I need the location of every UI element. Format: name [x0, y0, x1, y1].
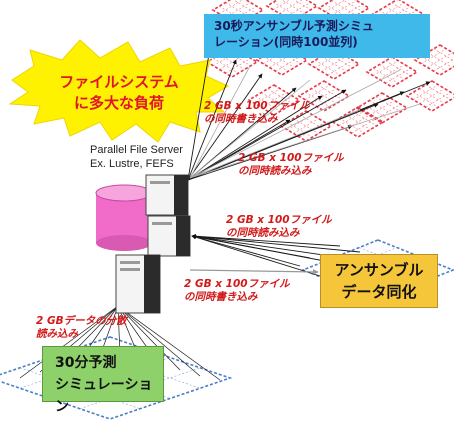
ensemble-simulation-line1: 30秒アンサンブル予測シミュ: [214, 19, 374, 33]
forecast-simulation-line1: 30分予測: [55, 355, 117, 371]
data-assimilation-line1: アンサンブル: [334, 261, 424, 279]
read-line-mid-5: [191, 235, 321, 277]
label-read-mid-line2: の同時読み込み: [226, 227, 300, 239]
read-line-top-4: [189, 69, 401, 179]
label-write-top-line1: 2 GB x 100ファイル: [204, 100, 310, 112]
read-line-mid-2: [191, 234, 341, 247]
file-server-line2: Ex. Lustre, FEFS: [90, 158, 174, 170]
label-write-bottom-line2: の同時書き込み: [184, 291, 258, 303]
label-read-top-line2: の同時読み込み: [238, 165, 312, 177]
server-icon-1: [145, 174, 189, 216]
read-line-top-3: [189, 103, 421, 179]
read-line-mid-6: [191, 234, 301, 267]
storage-disk-icon: [95, 184, 153, 251]
label-write-bottom: 2 GB x 100ファイル の同時書き込み: [184, 278, 290, 304]
data-assimilation-box: アンサンブル データ同化: [320, 254, 438, 308]
write-line-bottom: [189, 268, 319, 275]
forecast-simulation-line2: シミュレーション: [55, 377, 153, 415]
load-warning-line2: に多大な負荷: [73, 94, 164, 112]
write-line-top-1: [187, 59, 237, 181]
label-read-mid-line1: 2 GB x 100ファイル: [226, 214, 332, 226]
read-line-mid-3: [191, 234, 361, 253]
label-distributed-read-line2: 読み込み: [36, 328, 78, 340]
label-write-top: 2 GB x 100ファイル の同時書き込み: [204, 100, 310, 126]
read-line-mid-1: [191, 234, 331, 263]
grid-tile-10: [297, 80, 351, 112]
read-line-top-2: [189, 109, 361, 179]
server-icon-3: [115, 254, 161, 314]
load-warning-text: ファイルシステム に多大な負荷: [14, 72, 224, 114]
dist-read-line-0: [19, 305, 119, 379]
write-line-top-8: [187, 81, 431, 181]
label-distributed-read-line1: 2 GBデータの分散: [36, 315, 127, 327]
file-server-label: Parallel File Server Ex. Lustre, FEFS: [90, 143, 183, 171]
label-write-bottom-line1: 2 GB x 100ファイル: [184, 278, 290, 290]
dist-read-line-10: [117, 305, 221, 381]
label-distributed-read: 2 GBデータの分散 読み込み: [36, 315, 127, 341]
forecast-simulation-box: 30分予測 シミュレーション: [42, 346, 164, 415]
file-server-line1: Parallel File Server: [90, 144, 183, 156]
server-icon-2: [147, 215, 191, 257]
ensemble-simulation-box: 30秒アンサンブル予測シミュ レーション(同時100並列): [204, 14, 430, 58]
dist-read-line-8: [117, 305, 181, 371]
grid-tile-7: [365, 56, 419, 88]
read-line-top-0: [189, 65, 251, 179]
grid-tile-12: [405, 80, 454, 112]
dist-read-line-9: [117, 305, 201, 377]
write-line-top-2: [187, 73, 263, 181]
label-read-top: 2 GB x 100ファイル の同時読み込み: [238, 152, 344, 178]
data-assimilation-line2: データ同化: [341, 283, 417, 301]
load-warning-line1: ファイルシステム: [59, 73, 179, 91]
write-line-top-4: [187, 95, 323, 181]
label-read-mid: 2 GB x 100ファイル の同時読み込み: [226, 214, 332, 240]
read-line-top-1: [189, 79, 311, 179]
label-write-top-line2: の同時書き込み: [204, 113, 278, 125]
load-burst-shape: [8, 39, 230, 143]
label-read-top-line1: 2 GB x 100ファイル: [238, 152, 344, 164]
ensemble-simulation-line2: レーション(同時100並列): [214, 35, 358, 49]
